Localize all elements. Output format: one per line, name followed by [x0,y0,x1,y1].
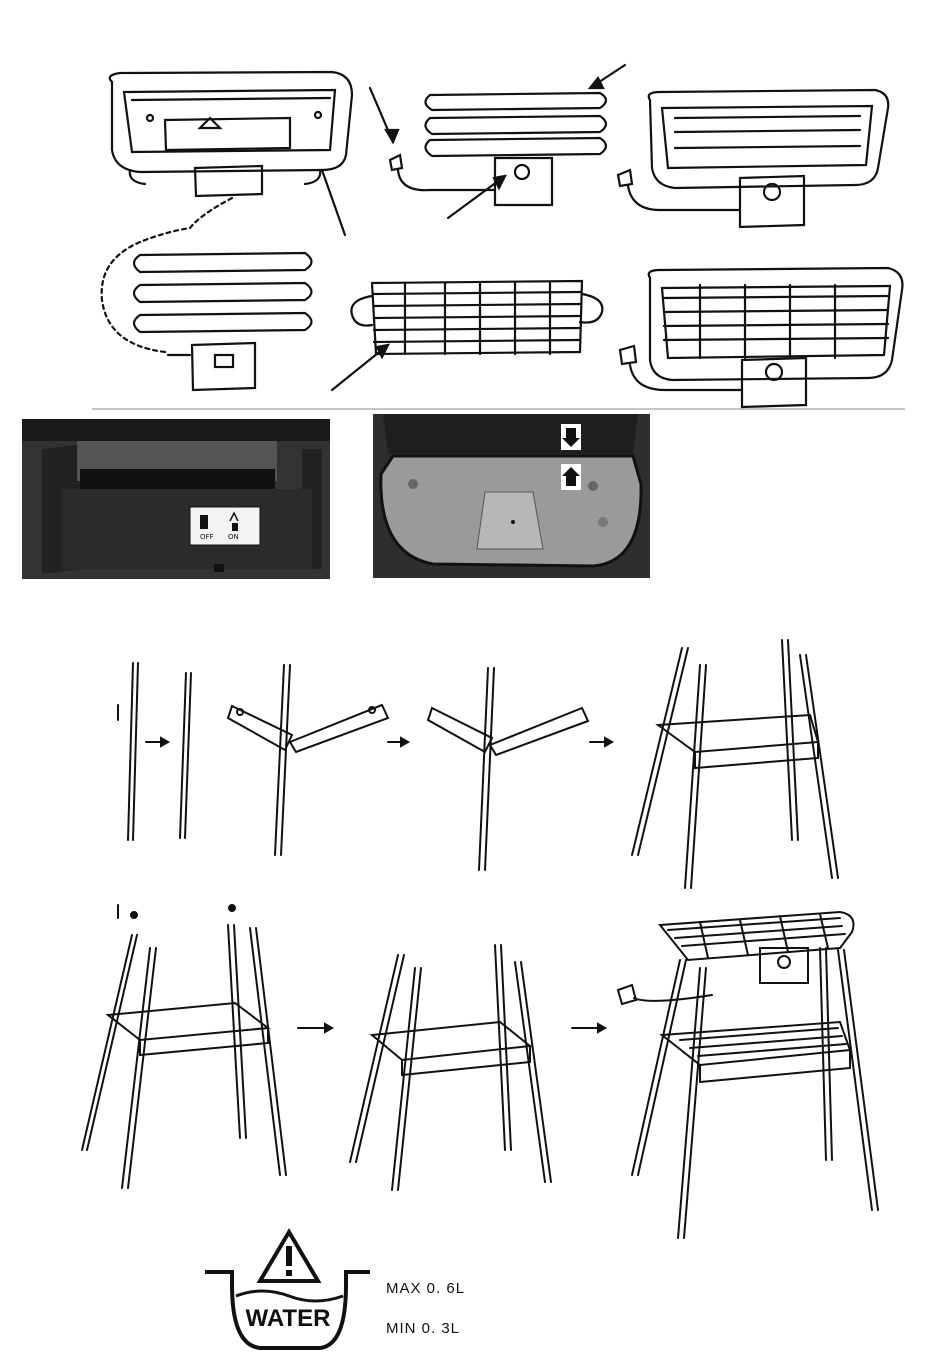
max-water-level: MAX 0. 6L [386,1280,465,1297]
min-water-level: MIN 0. 3L [386,1320,460,1337]
warning-triangle-icon [260,1232,318,1281]
water-label: WATER [238,1305,338,1333]
